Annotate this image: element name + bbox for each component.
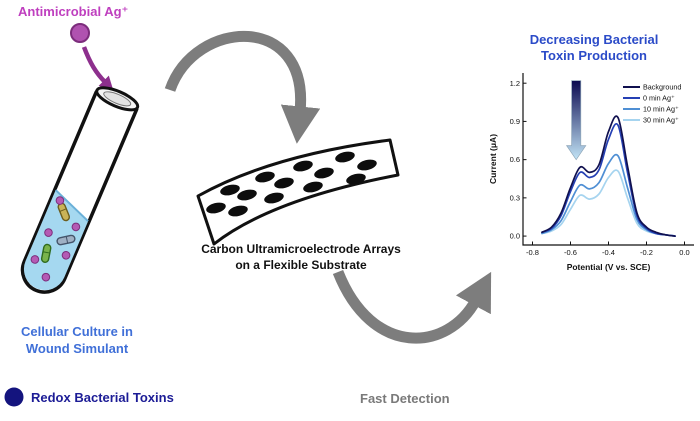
- bacterium-icon: [40, 243, 52, 263]
- toxin-icon: [4, 387, 24, 407]
- cellular-culture-line1: Cellular Culture in: [21, 324, 133, 339]
- substrate-caption-line2: on a Flexible Substrate: [235, 258, 367, 273]
- legend-item-label: Background: [643, 82, 681, 91]
- y-tick-label: 1.2: [510, 78, 520, 87]
- test-tube-illustration: [20, 86, 140, 294]
- substrate-caption: Carbon Ultramicroelectrode Arrays on a F…: [175, 241, 427, 273]
- x-axis-label: Potential (V vs. SCE): [567, 262, 651, 272]
- y-axis-label: Current (μA): [488, 133, 498, 183]
- wound-simulant-liquid: [23, 190, 89, 291]
- chart-axes: [522, 72, 694, 246]
- chart-title: Decreasing Bacterial Toxin Production: [487, 32, 700, 65]
- silver-ion-dot-icon: [71, 222, 81, 232]
- substrate-caption-line1: Carbon Ultramicroelectrode Arrays: [201, 242, 401, 256]
- voltammetry-chart: Decreasing Bacterial Toxin Production 0.…: [487, 32, 700, 282]
- redox-toxins-label: Redox Bacterial Toxins: [31, 390, 174, 405]
- x-tick-label: -0.6: [564, 248, 577, 257]
- silver-ion-dot-icon: [61, 250, 71, 260]
- gradient-arrow-annotation: [565, 79, 587, 160]
- flexible-substrate-illustration: [196, 138, 400, 246]
- chart-curve-30-min-ag⁺: [541, 168, 676, 237]
- silver-ion-dot-icon: [41, 272, 51, 282]
- chart-plot-area: 0.0 0.3 0.6 0.9 1.2 -0.8 -0.6 -0.4 -0.2 0.0 Curren…: [488, 72, 694, 272]
- y-tick-label: 0.0: [510, 231, 520, 240]
- chart-title-line2: Toxin Production: [541, 48, 647, 64]
- cellular-culture-label: Cellular Culture in Wound Simulant: [2, 324, 152, 358]
- arrow-tube-to-substrate-icon: [164, 31, 321, 144]
- silver-ion-arrow-icon: [81, 46, 114, 91]
- legend-item-label: 0 min Ag⁺: [643, 93, 675, 102]
- chart-curve-background: [541, 114, 676, 237]
- chart-title-line1: Decreasing Bacterial: [529, 32, 659, 47]
- x-tick-label: 0.0: [679, 248, 689, 257]
- legend-item-label: 30 min Ag⁺: [643, 115, 679, 124]
- y-tick-label: 0.3: [510, 193, 520, 202]
- antimicrobial-label: Antimicrobial Ag⁺: [18, 4, 129, 19]
- bacterium-icon: [56, 234, 76, 246]
- electrode-dots: [206, 151, 377, 217]
- silver-ion-dot-icon: [55, 196, 65, 205]
- silver-ion-dot-icon: [30, 255, 40, 264]
- y-tick-label: 0.9: [510, 117, 520, 126]
- legend-item-label: 10 min Ag⁺: [643, 104, 679, 113]
- silver-ion-dot-icon: [44, 228, 53, 237]
- x-tick-label: -0.2: [640, 248, 653, 257]
- silver-ion-icon: [70, 23, 90, 43]
- fast-detection-label: Fast Detection: [360, 391, 450, 406]
- y-tick-label: 0.6: [510, 155, 520, 164]
- arrow-substrate-to-chart-icon: [332, 269, 492, 344]
- x-tick-label: -0.4: [602, 248, 615, 257]
- x-tick-label: -0.8: [526, 248, 539, 257]
- cellular-culture-line2: Wound Simulant: [25, 340, 129, 356]
- chart-curve-0-min-ag⁺: [541, 122, 676, 237]
